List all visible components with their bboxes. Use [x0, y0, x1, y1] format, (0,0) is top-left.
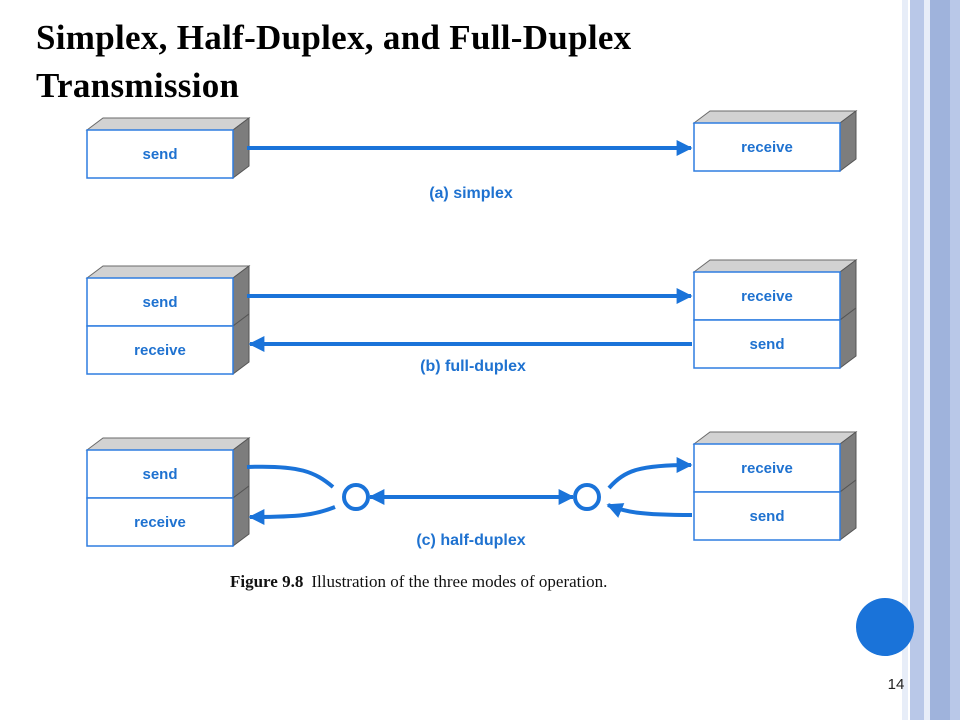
box-label: receive — [741, 460, 793, 477]
half-duplex-left-receive-box: receive — [86, 485, 250, 547]
box-label: send — [142, 466, 177, 483]
box-front-face — [693, 491, 841, 541]
full-duplex-left-receive-box: receive — [86, 313, 250, 375]
full-duplex-right-send-box: send — [693, 307, 857, 369]
box-top-face — [692, 110, 858, 124]
box-label: receive — [134, 342, 186, 359]
page-number: 14 — [887, 676, 905, 693]
stripe-outer-pale — [902, 0, 908, 720]
box-label: receive — [134, 514, 186, 531]
figure-caption-text: Illustration of the three modes of opera… — [311, 572, 608, 591]
box-front-face — [86, 497, 234, 547]
half-duplex-left-send-box: send — [85, 437, 251, 499]
box-front-face — [86, 449, 234, 499]
figure-label: Figure 9.8 — [230, 572, 304, 591]
stripe-edge — [950, 0, 960, 720]
box-top-face — [85, 117, 251, 131]
box-front-face — [693, 122, 841, 172]
box-front-face — [693, 319, 841, 369]
decorative-stripes — [902, 0, 960, 720]
half-duplex-caption: (c) half-duplex — [416, 532, 525, 549]
full-duplex-right-receive-box: receive — [692, 259, 858, 321]
box-top-face — [692, 259, 858, 273]
box-front-face — [693, 443, 841, 493]
half-duplex-right-send-box: send — [693, 479, 857, 541]
half-duplex-left-out — [246, 464, 335, 489]
box-label: send — [142, 294, 177, 311]
simplex-right-receive-box: receive — [692, 110, 858, 172]
decorative-circle — [856, 598, 914, 656]
full-duplex-caption: (b) full-duplex — [420, 358, 526, 375]
half-duplex-right-in — [606, 503, 693, 518]
half-duplex-left-in — [248, 505, 336, 525]
figure-caption: Figure 9.8 Illustration of the three mode… — [230, 572, 607, 592]
right-switch-node — [573, 483, 601, 511]
slide-title: Simplex, Half-Duplex, and Full-Duplex Tr… — [36, 18, 632, 105]
box-label: send — [749, 508, 784, 525]
simplex-left-send-box: send — [85, 117, 251, 179]
stripe-mid — [930, 0, 950, 720]
stripe-light — [910, 0, 924, 720]
box-top-face — [692, 431, 858, 445]
box-front-face — [86, 129, 234, 179]
box-front-face — [86, 325, 234, 375]
box-label: receive — [741, 139, 793, 156]
stripe-gap — [924, 0, 930, 720]
box-top-face — [85, 437, 251, 451]
half-duplex-right-receive-box: receive — [692, 431, 858, 493]
simplex-caption: (a) simplex — [429, 185, 513, 202]
box-label: send — [142, 146, 177, 163]
box-top-face — [85, 265, 251, 279]
full-duplex-left-send-box: send — [85, 265, 251, 327]
half-duplex-right-out — [607, 457, 693, 490]
box-label: send — [749, 336, 784, 353]
left-switch-node — [342, 483, 370, 511]
box-label: receive — [741, 288, 793, 305]
box-front-face — [86, 277, 234, 327]
